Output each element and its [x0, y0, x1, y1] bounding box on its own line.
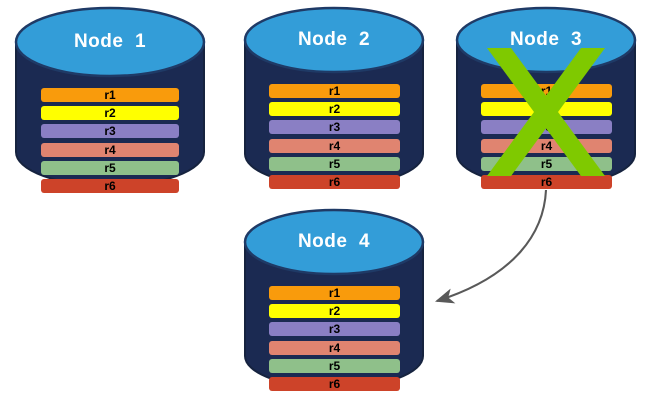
cylinder-top [14, 6, 206, 78]
node-3-row-r3[interactable]: r3 [481, 120, 612, 135]
node-1-row-r2[interactable]: r2 [41, 106, 179, 121]
node-3-row-r6[interactable]: r6 [481, 175, 612, 189]
node-1-row-r1[interactable]: r1 [41, 88, 179, 102]
node-1-row-r6[interactable]: r6 [41, 179, 179, 193]
cylinder-top [243, 6, 425, 74]
node-2-row-r2[interactable]: r2 [269, 102, 400, 117]
node-1-row-r3[interactable]: r3 [41, 124, 179, 139]
node-2-row-r1[interactable]: r1 [269, 84, 400, 98]
cylinder-top [455, 6, 637, 74]
node-3-row-r5[interactable]: r5 [481, 156, 612, 171]
node-2-row-r4[interactable]: r4 [269, 138, 400, 153]
node-1-row-r5[interactable]: r5 [41, 160, 179, 175]
node-2-row-r5[interactable]: r5 [269, 156, 400, 171]
node-1-row-r4[interactable]: r4 [41, 142, 179, 157]
cylinder-top [243, 208, 425, 276]
node-4-row-r1[interactable]: r1 [269, 286, 400, 300]
node-4-row-r2[interactable]: r2 [269, 304, 400, 319]
node-2-row-r6[interactable]: r6 [269, 175, 400, 189]
node-4-row-r3[interactable]: r3 [269, 322, 400, 337]
node-4-row-r6[interactable]: r6 [269, 377, 400, 391]
node-3-row-r4[interactable]: r4 [481, 138, 612, 153]
node-3-row-r1[interactable]: r1 [481, 84, 612, 98]
node-2-row-r3[interactable]: r3 [269, 120, 400, 135]
arrow-path [434, 189, 548, 304]
node-4-row-r5[interactable]: r5 [269, 358, 400, 373]
node-3-row-r2[interactable]: r2 [481, 102, 612, 117]
node-4-row-r4[interactable]: r4 [269, 340, 400, 355]
